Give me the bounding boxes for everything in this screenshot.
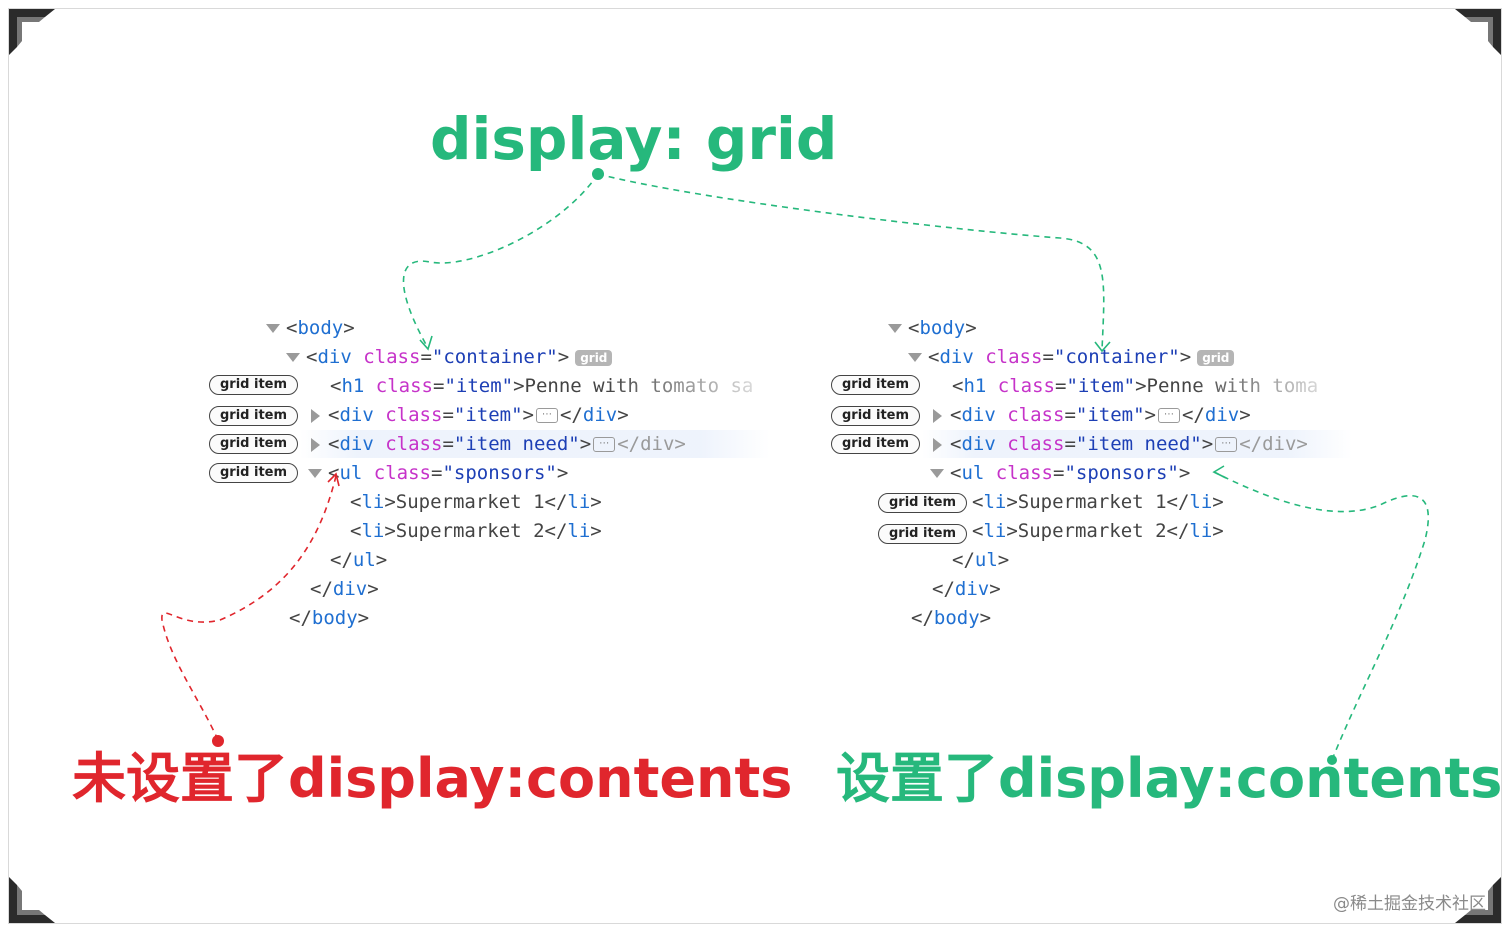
node-li-1[interactable]: <li>Supermarket 1</li> xyxy=(972,491,1224,513)
display-grid-title: display: grid xyxy=(430,105,838,173)
selected-row-highlight xyxy=(922,430,1352,458)
grid-item-badge[interactable]: grid item xyxy=(209,375,299,395)
expand-triangle-icon[interactable] xyxy=(308,469,322,478)
collapse-triangle-icon[interactable] xyxy=(311,408,320,423)
grid-item-badge[interactable]: grid item xyxy=(209,463,299,483)
grid-item-badge[interactable]: grid item xyxy=(831,375,921,395)
node-li-2[interactable]: <li>Supermarket 2</li> xyxy=(972,520,1224,542)
collapse-triangle-icon[interactable] xyxy=(933,437,942,452)
corner-decoration-bottom-left xyxy=(9,877,55,923)
corner-decoration-top-right xyxy=(1455,9,1501,55)
node-h1-item[interactable]: <h1 class="item">Penne with tomato sa xyxy=(330,375,754,397)
node-div-item-need[interactable]: <div class="item need">⋯</div> xyxy=(930,430,1308,458)
arrowhead-icon xyxy=(1212,465,1227,479)
ellipsis-icon[interactable]: ⋯ xyxy=(593,437,616,452)
grid-badge[interactable]: grid xyxy=(1197,349,1235,366)
connector-grid-to-left-container xyxy=(402,173,599,349)
connector-grid-to-right-container xyxy=(597,173,1105,351)
grid-item-badge[interactable]: grid item xyxy=(831,434,921,454)
node-ul-sponsors[interactable]: <ul class="sponsors"> xyxy=(308,459,568,487)
collapse-triangle-icon[interactable] xyxy=(311,437,320,452)
node-div-close: </div> xyxy=(310,578,379,600)
ellipsis-icon[interactable]: ⋯ xyxy=(535,408,558,423)
grid-item-badge[interactable]: grid item xyxy=(209,434,299,454)
grid-item-badge[interactable]: grid item xyxy=(209,406,299,426)
expand-triangle-icon[interactable] xyxy=(286,353,300,362)
node-body-close: </body> xyxy=(911,607,992,629)
node-li-2[interactable]: <li>Supermarket 2</li> xyxy=(350,520,602,542)
node-body-close: </body> xyxy=(289,607,370,629)
connector-red-to-left-ul xyxy=(161,475,337,741)
node-div-container[interactable]: <div class="container">grid xyxy=(286,343,613,371)
expand-triangle-icon[interactable] xyxy=(930,469,944,478)
node-li-1[interactable]: <li>Supermarket 1</li> xyxy=(350,491,602,513)
expand-triangle-icon[interactable] xyxy=(908,353,922,362)
arrowhead-icon xyxy=(327,472,340,487)
grid-item-badge[interactable]: grid item xyxy=(878,493,968,513)
label-with-display-contents: 设置了display:contents xyxy=(836,747,1503,810)
connector-green-to-right-ul xyxy=(1213,471,1430,761)
node-h1-item[interactable]: <h1 class="item">Penne with toma xyxy=(952,375,1319,397)
expand-triangle-icon[interactable] xyxy=(888,324,902,333)
selected-row-highlight xyxy=(300,430,770,458)
node-ul-close: </ul> xyxy=(952,549,1010,571)
node-div-item-need[interactable]: <div class="item need">⋯</div> xyxy=(308,430,686,458)
node-body-open[interactable]: <body> xyxy=(266,314,355,342)
connector-dot xyxy=(592,168,604,180)
collapse-triangle-icon[interactable] xyxy=(933,408,942,423)
ellipsis-icon[interactable]: ⋯ xyxy=(1157,408,1180,423)
corner-decoration-bottom-right xyxy=(1455,877,1501,923)
node-ul-sponsors[interactable]: <ul class="sponsors"> xyxy=(930,459,1190,487)
corner-decoration-top-left xyxy=(9,9,55,55)
arrowhead-icon xyxy=(419,335,433,351)
ellipsis-icon[interactable]: ⋯ xyxy=(1215,437,1238,452)
node-div-item[interactable]: <div class="item">⋯</div> xyxy=(930,401,1251,429)
node-div-item[interactable]: <div class="item">⋯</div> xyxy=(308,401,629,429)
grid-item-badge[interactable]: grid item xyxy=(831,406,921,426)
node-ul-close: </ul> xyxy=(330,549,388,571)
node-div-close: </div> xyxy=(932,578,1001,600)
connector-dot xyxy=(212,735,224,747)
expand-triangle-icon[interactable] xyxy=(266,324,280,333)
grid-badge[interactable]: grid xyxy=(575,349,613,366)
label-without-display-contents: 未设置了display:contents xyxy=(72,747,793,810)
node-body-open[interactable]: <body> xyxy=(888,314,977,342)
node-div-container[interactable]: <div class="container">grid xyxy=(908,343,1235,371)
arrowhead-icon xyxy=(1094,341,1111,353)
connector-dot xyxy=(1327,755,1337,765)
watermark: @稀土掘金技术社区 xyxy=(1333,894,1486,914)
grid-item-badge[interactable]: grid item xyxy=(878,524,968,544)
